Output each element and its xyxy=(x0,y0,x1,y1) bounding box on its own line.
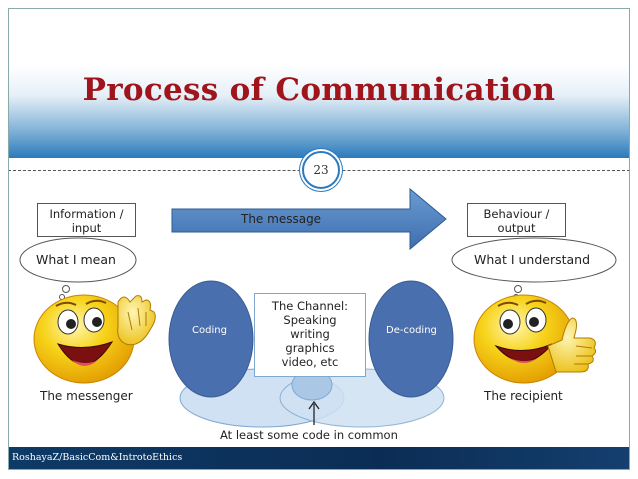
recipient-thumbs-up xyxy=(547,317,597,373)
coding-label: Coding xyxy=(192,325,227,336)
information-input-line1: Information / xyxy=(49,207,124,221)
decoding-ellipse xyxy=(368,280,454,398)
speech-bubble-right xyxy=(451,237,617,306)
footer-bar xyxy=(8,447,630,469)
speech-left-text: What I mean xyxy=(36,252,116,267)
behaviour-output-line2: output xyxy=(497,221,536,235)
behaviour-output-box: Behaviour / output xyxy=(467,203,566,237)
channel-item: graphics xyxy=(285,341,335,355)
messenger-smiley-icon xyxy=(33,294,156,384)
recipient-smiley-icon xyxy=(473,294,597,384)
message-label: The message xyxy=(241,212,322,226)
common-code-label: At least some code in common xyxy=(220,428,398,442)
channel-item: video, etc xyxy=(281,355,339,369)
channel-item: writing xyxy=(290,327,330,341)
messenger-hand xyxy=(117,295,156,346)
coding-ellipse xyxy=(168,280,254,398)
speech-bubble-left xyxy=(19,237,137,306)
decoding-label: De-coding xyxy=(386,325,437,336)
slide-title: Process of Communication xyxy=(82,72,556,108)
recipient-label: The recipient xyxy=(484,389,563,403)
channel-item: Speaking xyxy=(283,313,337,327)
behaviour-output-line1: Behaviour / xyxy=(483,207,550,221)
speech-right-text: What I understand xyxy=(474,252,591,267)
header-background xyxy=(8,8,630,158)
channel-title: The Channel: xyxy=(271,299,349,313)
information-input-box: Information / input xyxy=(37,203,136,237)
channel-box: The Channel: Speaking writing graphics v… xyxy=(254,293,366,377)
message-arrow xyxy=(171,187,447,251)
messenger-label: The messenger xyxy=(40,389,133,403)
footer-text: RoshayaZ/BasicCom&IntrotoEthics xyxy=(12,452,183,463)
information-input-line2: input xyxy=(71,221,102,235)
page-number-badge: 23 xyxy=(302,151,340,189)
